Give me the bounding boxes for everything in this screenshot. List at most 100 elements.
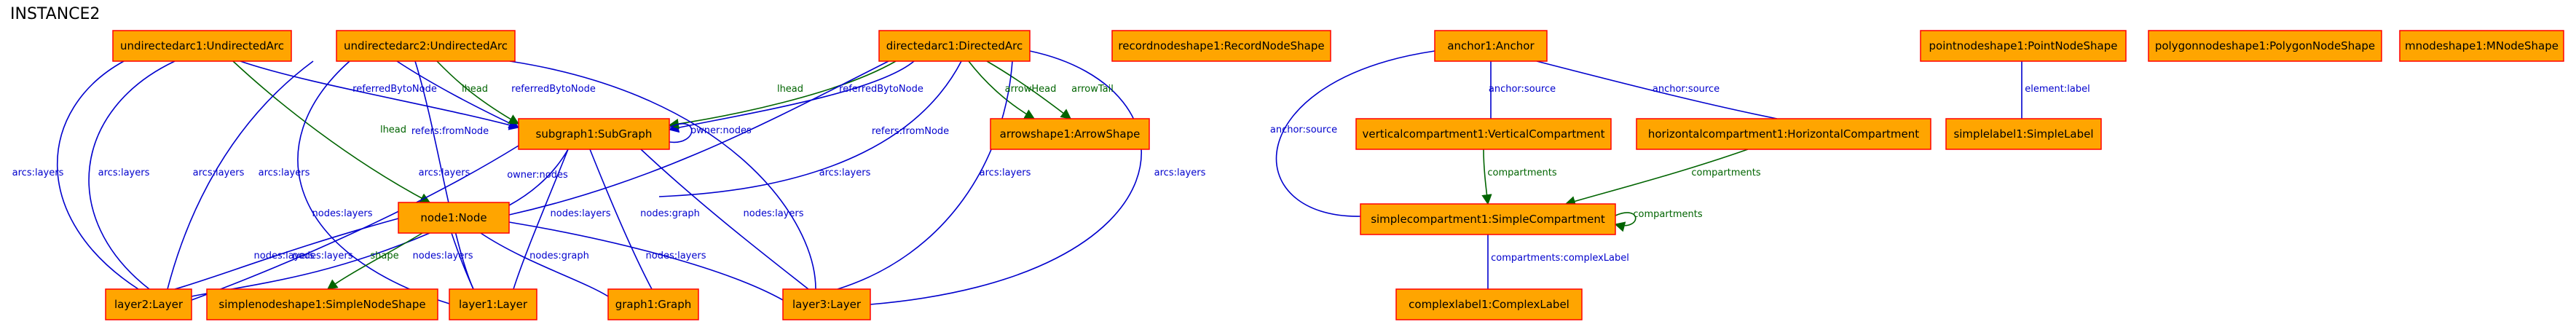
node-box [1945, 118, 2102, 150]
edge-label-31: anchor:source [1489, 84, 1556, 95]
edge-label-18: arcs:layers [980, 168, 1031, 178]
edge-label-3: lhead [462, 84, 488, 95]
edge-label-1: lhead [380, 125, 406, 135]
edge-label-12: arcs:layers [12, 168, 64, 178]
edge-label-28: nodes:graph [529, 251, 589, 261]
edge-label-6: arrowHead [1005, 84, 1057, 95]
node-n1[interactable]: node1:Node [398, 202, 510, 234]
node-l1[interactable]: layer1:Layer [449, 288, 537, 320]
node-label: layer3:Layer [792, 298, 862, 311]
edge-label-14: arcs:layers [193, 168, 245, 178]
edge-label-26: shape [370, 251, 398, 261]
edge-22 [589, 149, 653, 290]
edge-label-0: referredBytoNode [352, 84, 437, 95]
diagram-title: INSTANCE2 [10, 5, 101, 23]
node-ua1[interactable]: undirectedarc1:UndirectedArc [112, 30, 292, 62]
node-label: horizontalcompartment1:HorizontalCompart… [1648, 127, 1919, 141]
node-cl[interactable]: complexlabel1:ComplexLabel [1395, 288, 1583, 320]
node-g1[interactable]: graph1:Graph [607, 288, 699, 320]
node-box [1111, 30, 1331, 62]
node-vc[interactable]: verticalcompartment1:VerticalCompartment [1355, 118, 1612, 150]
node-ua2[interactable]: undirectedarc2:UndirectedArc [336, 30, 516, 62]
edge-26 [326, 232, 423, 290]
edge-label-19: arcs:layers [1154, 168, 1206, 178]
edge-2 [396, 60, 520, 128]
node-rns[interactable]: recordnodeshape1:RecordNodeShape [1111, 30, 1331, 62]
edge-label-34: compartments [1691, 168, 1760, 178]
edge-28 [480, 232, 609, 297]
edge-label-30: anchor:source [1270, 125, 1337, 135]
edge-label-13: arcs:layers [98, 168, 150, 178]
node-sg[interactable]: subgraph1:SubGraph [518, 118, 670, 150]
edge-label-15: arcs:layers [259, 168, 310, 178]
node-mns[interactable]: mnodeshape1:MNodeShape [2399, 30, 2564, 62]
node-box [607, 288, 699, 320]
edge-8 [669, 123, 693, 143]
node-box [105, 288, 192, 320]
edge-19 [870, 50, 1142, 305]
node-as[interactable]: arrowshape1:ArrowShape [990, 118, 1150, 150]
node-label: directedarc1:DirectedArc [886, 39, 1023, 52]
edge-35 [1614, 212, 1636, 232]
edge-6 [968, 60, 1036, 119]
edge-label-11: owner:nodes [507, 170, 568, 181]
node-box [878, 30, 1031, 62]
node-hc[interactable]: horizontalcompartment1:HorizontalCompart… [1636, 118, 1931, 150]
node-label: subgraph1:SubGraph [536, 127, 653, 141]
edge-32 [1536, 60, 1778, 119]
edge-label-33: compartments [1487, 168, 1556, 178]
node-label: recordnodeshape1:RecordNodeShape [1118, 39, 1324, 52]
edge-33 [1481, 149, 1492, 205]
node-sl[interactable]: simplelabel1:SimpleLabel [1945, 118, 2102, 150]
edge-label-24: nodes:layers [744, 208, 804, 219]
edge-27 [451, 232, 474, 290]
node-box [2399, 30, 2564, 62]
node-box [518, 118, 670, 150]
node-box [990, 118, 1150, 150]
node-box [1360, 203, 1616, 235]
edge-label-35: compartments [1633, 209, 1702, 220]
edge-34 [1564, 149, 1749, 207]
node-l2[interactable]: layer2:Layer [105, 288, 192, 320]
edge-label-2: referredBytoNode [511, 84, 596, 95]
edge-21 [174, 218, 399, 290]
edge-20 [191, 145, 519, 301]
node-anc[interactable]: anchor1:Anchor [1434, 30, 1548, 62]
edge-5 [668, 60, 897, 130]
edge-label-23: nodes:layers [551, 208, 611, 219]
node-label: undirectedarc1:UndirectedArc [120, 39, 284, 52]
node-label: anchor1:Anchor [1447, 39, 1535, 52]
node-box [1434, 30, 1548, 62]
node-label: polygonnodeshape1:PolygonNodeShape [2155, 39, 2375, 52]
node-l3[interactable]: layer3:Layer [782, 288, 871, 320]
node-box [449, 288, 537, 320]
node-label: simplecompartment1:SimpleCompartment [1371, 213, 1605, 226]
node-pgs[interactable]: polygonnodeshape1:PolygonNodeShape [2148, 30, 2382, 62]
edge-0 [240, 60, 520, 130]
edge-label-25: nodes:layers [293, 251, 353, 261]
edge-label-37: element:label [2025, 84, 2089, 95]
node-label: simplelabel1:SimpleLabel [1953, 127, 2093, 141]
node-sns[interactable]: simplenodeshape1:SimpleNodeShape [206, 288, 438, 320]
edge-4 [668, 60, 915, 133]
node-label: verticalcompartment1:VerticalCompartment [1363, 127, 1605, 141]
node-label: complexlabel1:ComplexLabel [1409, 298, 1569, 311]
node-box [1395, 288, 1583, 320]
node-label: mnodeshape1:MNodeShape [2405, 39, 2559, 52]
edge-label-36: compartments:complexLabel [1491, 253, 1629, 264]
edge-12 [56, 60, 139, 290]
node-sc[interactable]: simplecompartment1:SimpleCompartment [1360, 203, 1616, 235]
edge-1 [232, 60, 431, 203]
node-pns[interactable]: pointnodeshape1:PointNodeShape [1920, 30, 2127, 62]
edge-13 [88, 60, 176, 290]
edge-label-10: refers:fromNode [872, 126, 949, 137]
node-box [782, 288, 871, 320]
edge-18 [837, 60, 1013, 290]
edge-label-21: nodes:layers [254, 251, 315, 261]
edge-30 [1275, 50, 1435, 217]
edge-label-17: arcs:layers [819, 168, 871, 178]
edge-label-22: nodes:graph [640, 208, 700, 219]
node-da1[interactable]: directedarc1:DirectedArc [878, 30, 1031, 62]
edge-label-9: refers:fromNode [411, 126, 489, 137]
